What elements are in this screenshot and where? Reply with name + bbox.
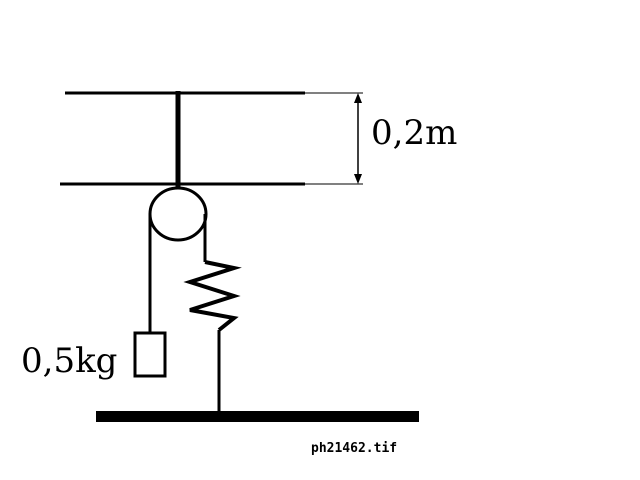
mass-block (133, 331, 167, 378)
floor (96, 411, 419, 422)
dimension-arrow (354, 93, 362, 184)
mass-label: 0,5kg (21, 341, 117, 381)
pulley-wheel (148, 186, 208, 242)
spring (183, 260, 242, 332)
distance-label: 0,2m (371, 113, 457, 153)
filename-label: ph21462.tif (311, 441, 397, 456)
